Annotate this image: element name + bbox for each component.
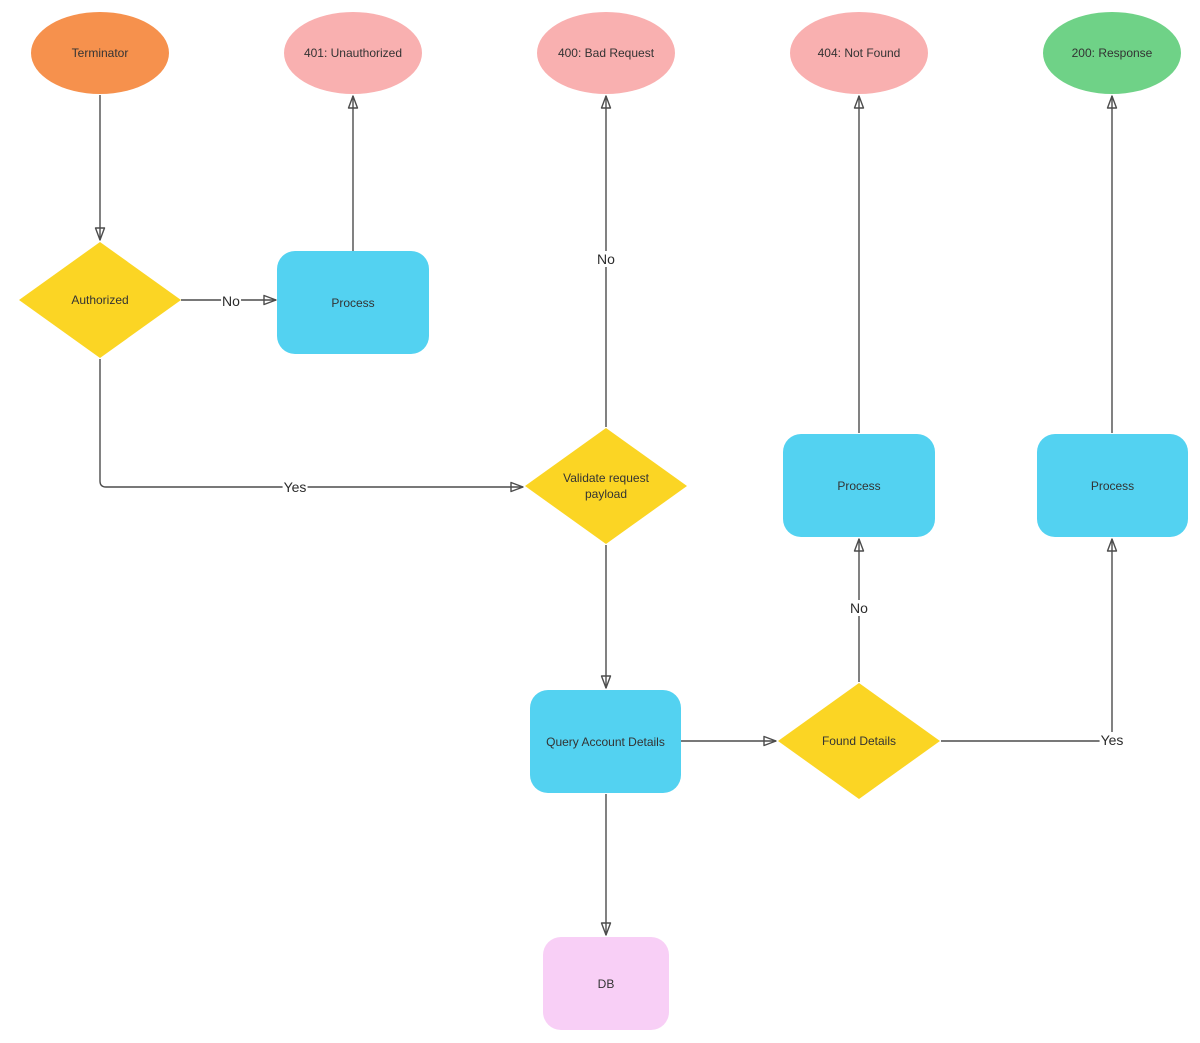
edge-label-authorized-no: No <box>221 293 241 309</box>
node-401-unauthorized-label: 401: Unauthorized <box>303 46 403 60</box>
node-401-unauthorized[interactable]: 401: Unauthorized <box>284 12 422 94</box>
edge-label-found-no: No <box>849 600 869 616</box>
node-400-bad-request[interactable]: 400: Bad Request <box>537 12 675 94</box>
node-404-not-found-label: 404: Not Found <box>817 46 901 60</box>
node-process-404[interactable]: Process <box>783 434 935 537</box>
node-404-not-found[interactable]: 404: Not Found <box>790 12 928 94</box>
edge-founddetails-process200 <box>941 538 1118 742</box>
node-query-account-details[interactable]: Query Account Details <box>530 690 681 793</box>
node-process-200[interactable]: Process <box>1037 434 1188 537</box>
edge-label-validate-no: No <box>596 251 616 267</box>
node-200-response[interactable]: 200: Response <box>1043 12 1181 94</box>
node-terminator-label: Terminator <box>71 46 129 60</box>
node-terminator[interactable]: Terminator <box>31 12 169 94</box>
node-400-bad-request-label: 400: Bad Request <box>557 46 655 60</box>
node-query-account-details-label: Query Account Details <box>546 734 665 749</box>
node-process-401[interactable]: Process <box>277 251 429 354</box>
node-200-response-label: 200: Response <box>1071 46 1153 60</box>
node-db-label: DB <box>597 976 615 991</box>
node-process-404-label: Process <box>837 478 881 493</box>
node-process-401-label: Process <box>331 295 375 310</box>
node-authorized-label: Authorized <box>71 293 129 307</box>
node-process-200-label: Process <box>1090 478 1135 493</box>
node-validate-payload-label: Validate request payload <box>563 471 649 501</box>
node-db[interactable]: DB <box>543 937 669 1030</box>
edge-label-found-yes: Yes <box>1099 732 1125 748</box>
edge-authorized-validate <box>99 359 524 493</box>
edge-label-authorized-yes: Yes <box>282 479 308 495</box>
node-found-details-label: Found Details <box>821 734 897 748</box>
